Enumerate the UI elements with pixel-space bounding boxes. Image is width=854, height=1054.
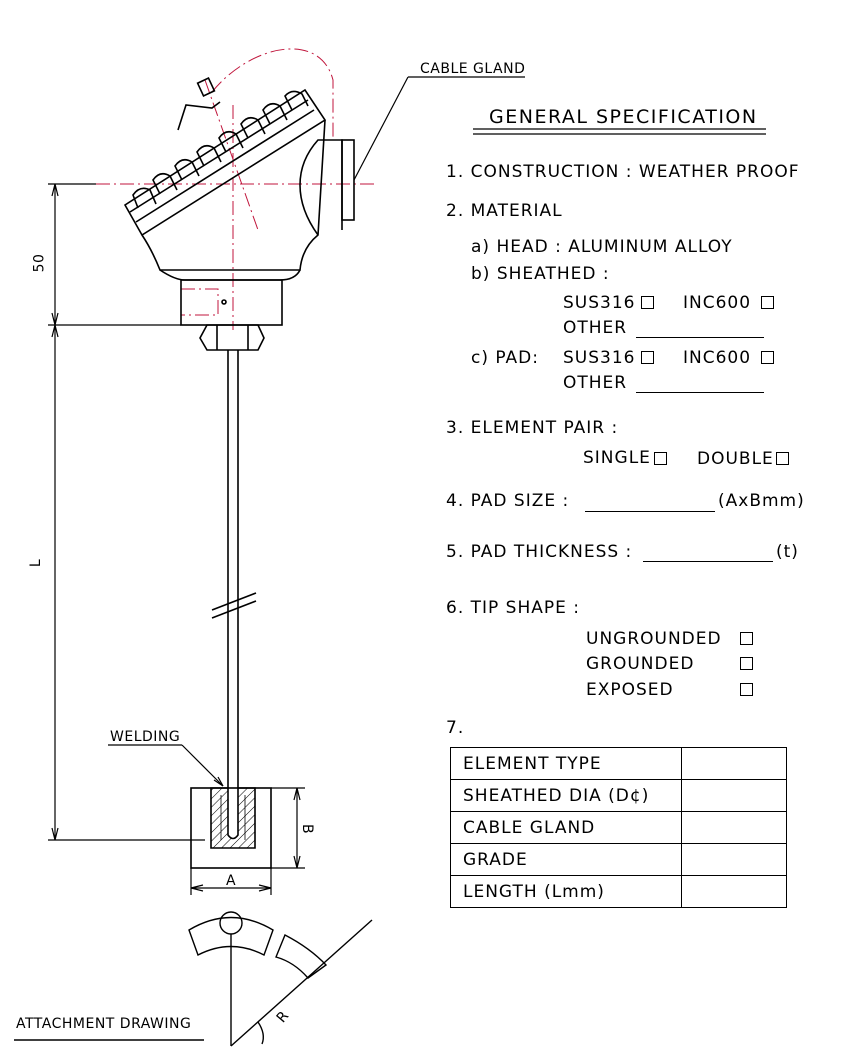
table-value-cable-gland[interactable] bbox=[681, 811, 787, 844]
sheathed-sus316-checkbox[interactable] bbox=[641, 296, 654, 309]
table-row: GRADE bbox=[450, 843, 787, 876]
dimension-b: B bbox=[299, 823, 316, 835]
tip-grounded-checkbox[interactable] bbox=[740, 657, 753, 670]
pad-other-field[interactable] bbox=[636, 392, 764, 393]
terminal-head bbox=[123, 77, 355, 351]
pad-sus316-label: SUS316 bbox=[563, 348, 636, 368]
tip-grounded-label: GROUNDED bbox=[586, 654, 695, 674]
pair-single-checkbox[interactable] bbox=[654, 452, 667, 465]
cable-gland-callout: CABLE GLAND bbox=[420, 61, 526, 77]
pad bbox=[190, 787, 272, 869]
spec-table: ELEMENT TYPE SHEATHED DIA (D¢) CABLE GLA… bbox=[450, 747, 787, 908]
tip-exposed-checkbox[interactable] bbox=[740, 683, 753, 696]
table-value-element-type[interactable] bbox=[681, 747, 787, 780]
sheathed-inc600-label: INC600 bbox=[683, 293, 752, 313]
spec-item-tip-shape: 6. TIP SHAPE : bbox=[446, 598, 581, 618]
spec-item-element-pair: 3. ELEMENT PAIR : bbox=[446, 418, 619, 438]
table-label-length: LENGTH (Lmm) bbox=[450, 875, 682, 908]
title-underline bbox=[473, 128, 766, 135]
spec-title: GENERAL SPECIFICATION bbox=[489, 106, 758, 128]
sheathed-sus316-label: SUS316 bbox=[563, 293, 636, 313]
pad-size-field[interactable] bbox=[585, 511, 715, 512]
sheathed-other-label: OTHER bbox=[563, 318, 628, 338]
pad-thickness-unit: (t) bbox=[776, 542, 799, 562]
pad-thickness-field[interactable] bbox=[643, 561, 773, 562]
table-value-length[interactable] bbox=[681, 875, 787, 908]
spec-item-material: 2. MATERIAL bbox=[446, 201, 563, 221]
table-label-cable-gland: CABLE GLAND bbox=[450, 811, 682, 844]
pad-other-label: OTHER bbox=[563, 373, 628, 393]
spec-item-pad-size: 4. PAD SIZE : bbox=[446, 491, 570, 511]
sheath bbox=[211, 350, 257, 835]
table-row: SHEATHED DIA (D¢) bbox=[450, 779, 787, 812]
sheathed-inc600-checkbox[interactable] bbox=[761, 296, 774, 309]
dimension-l: L bbox=[28, 558, 45, 568]
pair-double-checkbox[interactable] bbox=[776, 452, 789, 465]
pair-single-label: SINGLE bbox=[583, 448, 651, 468]
pair-double-label: DOUBLE bbox=[697, 449, 774, 469]
pad-sus316-checkbox[interactable] bbox=[641, 351, 654, 364]
table-value-sheathed-dia[interactable] bbox=[681, 779, 787, 812]
spec-item-pad: c) PAD: bbox=[471, 348, 539, 368]
pad-size-unit: (AxBmm) bbox=[718, 491, 805, 511]
pad-inc600-label: INC600 bbox=[683, 348, 752, 368]
spec-item-head: a) HEAD : ALUMINUM ALLOY bbox=[471, 237, 733, 257]
tip-ungrounded-checkbox[interactable] bbox=[740, 632, 753, 645]
dimension-50: 50 bbox=[31, 253, 48, 273]
spec-item-pad-thickness: 5. PAD THICKNESS : bbox=[446, 542, 633, 562]
table-row: CABLE GLAND bbox=[450, 811, 787, 844]
tip-exposed-label: EXPOSED bbox=[586, 680, 674, 700]
spec-item-construction: 1. CONSTRUCTION : WEATHER PROOF bbox=[446, 162, 800, 182]
centerlines bbox=[96, 48, 375, 330]
dimension-lines bbox=[48, 76, 525, 895]
table-label-grade: GRADE bbox=[450, 843, 682, 876]
welding-callout: WELDING bbox=[110, 729, 181, 745]
table-row: ELEMENT TYPE bbox=[450, 747, 787, 780]
table-value-grade[interactable] bbox=[681, 843, 787, 876]
pad-inc600-checkbox[interactable] bbox=[761, 351, 774, 364]
spec-item-sheathed: b) SHEATHED : bbox=[471, 264, 610, 284]
table-label-sheathed-dia: SHEATHED DIA (D¢) bbox=[450, 779, 682, 812]
table-label-element-type: ELEMENT TYPE bbox=[450, 747, 682, 780]
sheathed-other-field[interactable] bbox=[636, 337, 764, 338]
table-row: LENGTH (Lmm) bbox=[450, 875, 787, 908]
dimension-a: A bbox=[226, 873, 237, 889]
tip-ungrounded-label: UNGROUNDED bbox=[586, 629, 722, 649]
spec-item-7: 7. bbox=[446, 718, 465, 738]
attachment-drawing-label: ATTACHMENT DRAWING bbox=[16, 1016, 192, 1032]
attachment-sketch bbox=[14, 911, 373, 1047]
